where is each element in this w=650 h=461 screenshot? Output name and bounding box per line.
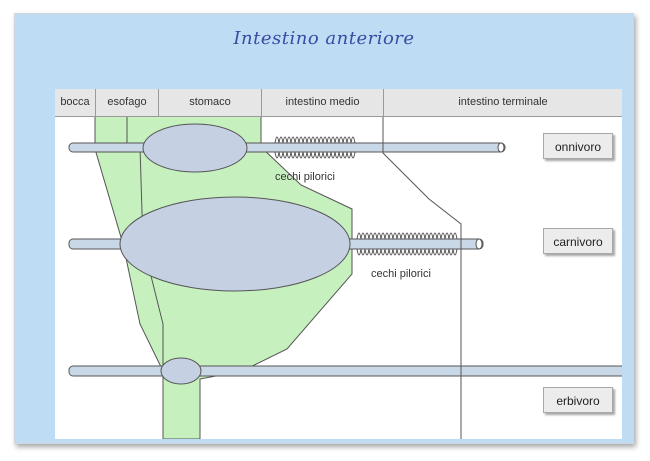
slide-title: Intestino anteriore [233,28,415,49]
header-stomaco: stomaco [158,89,261,116]
herbivore-gut-tube [68,365,622,377]
header-bocca: bocca [60,96,90,108]
region-header: bocca esofago stomaco intestino medio in… [55,89,622,117]
ceca-label-omnivore: cechi pilorici [275,171,335,183]
header-intestino-terminale: intestino terminale [383,89,622,116]
ceca-label-carnivore: cechi pilorici [371,268,431,280]
slide-frame: Intestino anteriore [14,13,634,444]
label-herbivore: erbivoro [543,387,613,413]
header-intestino-medio: intestino medio [261,89,383,116]
label-omnivore: onnivoro [543,133,613,159]
carnivore-pyloric-ceca [356,232,458,256]
carnivore-stomach [119,196,351,292]
omnivore-tube-end [497,142,505,153]
omnivore-stomach [142,123,248,173]
diagram-panel: bocca esofago stomaco intestino medio in… [55,89,622,439]
digestive-tract-diagram [68,115,622,439]
carnivore-tube-end [475,238,483,250]
omnivore-pyloric-ceca [274,136,356,159]
header-esofago: esofago [95,89,158,116]
omnivore-gut-tube [68,142,506,153]
label-carnivore: carnivoro [543,228,613,254]
herbivore-stomach [160,357,202,385]
midgut-boundary-line [382,116,462,439]
